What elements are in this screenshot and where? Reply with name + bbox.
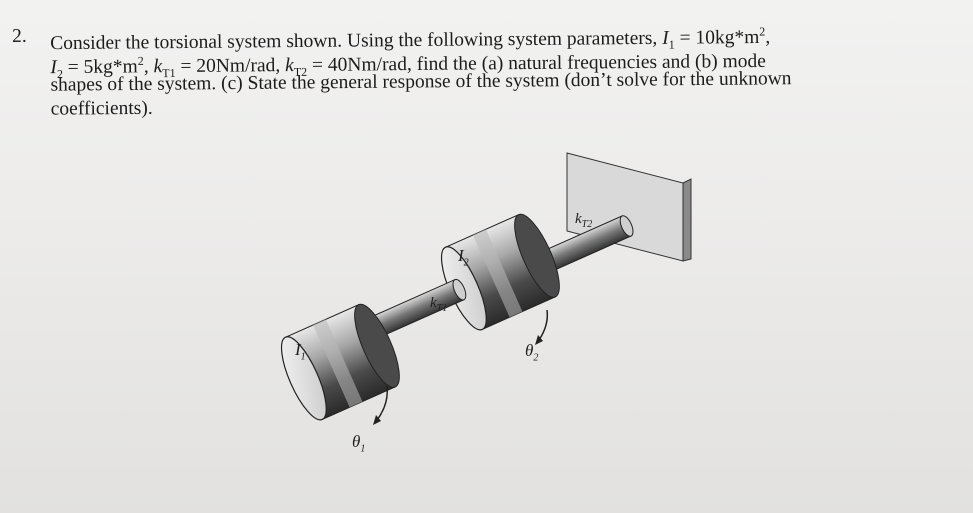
text-segment: , xyxy=(765,26,771,48)
problem-line-4: coefficients). xyxy=(50,97,153,120)
label-kT2: kT2 xyxy=(575,211,593,230)
problem-line-3: shapes of the system. (c) State the gene… xyxy=(50,68,792,96)
label-theta1: θ1 xyxy=(352,432,366,455)
fixed-wall-edge xyxy=(682,178,692,262)
theta1-arrow xyxy=(376,385,389,421)
problem-statement: 2. Consider the torsional system shown. … xyxy=(12,18,957,119)
label-kT1: kT1 xyxy=(430,295,448,314)
label-I1: I1 xyxy=(295,340,306,363)
theta1-arrowhead xyxy=(373,415,381,425)
label-theta2: θ2 xyxy=(525,341,539,364)
label-I2: I2 xyxy=(458,246,469,269)
theta2-arrow xyxy=(538,309,549,341)
torsional-system-drawing xyxy=(280,152,692,425)
theta2-arrowhead xyxy=(535,335,543,345)
disk-I1 xyxy=(280,303,400,421)
problem-number: 2. xyxy=(12,25,27,47)
torsional-system-figure: I1 I2 kT1 kT2 θ1 θ2 xyxy=(255,145,715,495)
